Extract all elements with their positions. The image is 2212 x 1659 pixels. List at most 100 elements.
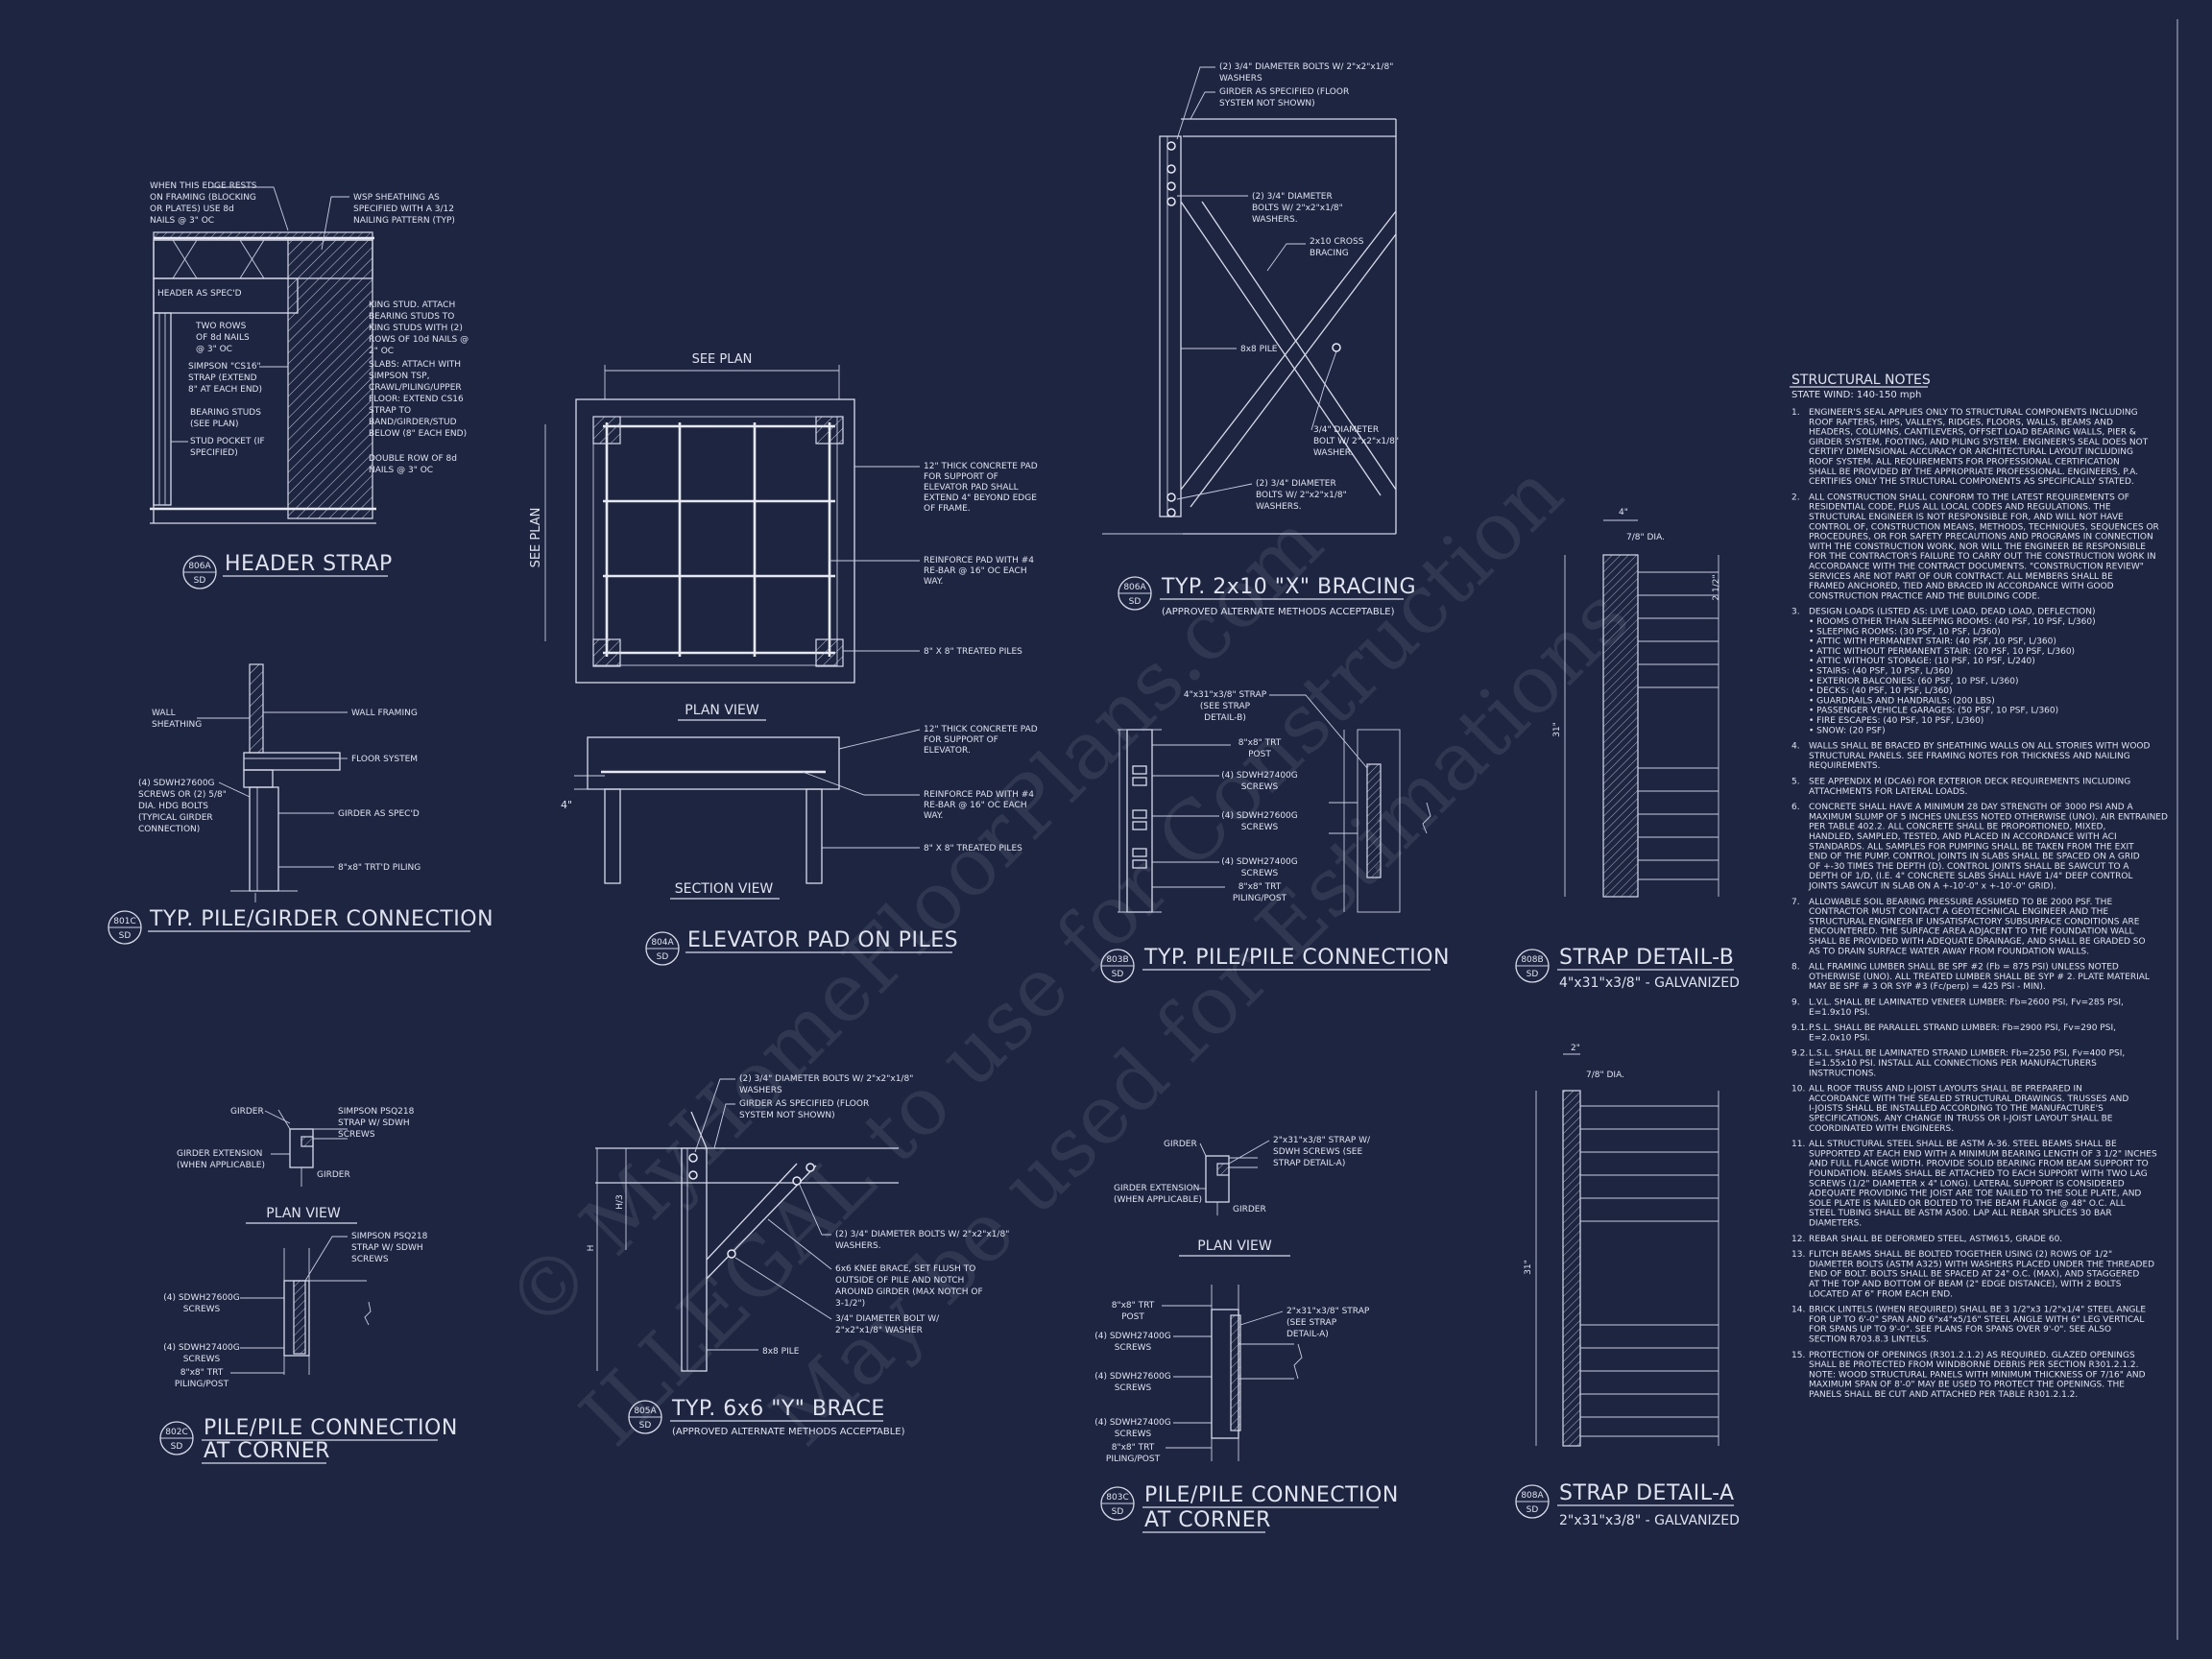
svg-text:ELEVATOR PAD SHALL: ELEVATOR PAD SHALL — [924, 483, 1019, 493]
svg-text:(4) SDWH27600G: (4) SDWH27600G — [163, 1293, 240, 1303]
svg-text:3/4" DIAMETER: 3/4" DIAMETER — [1313, 425, 1379, 435]
note-line: FOR SPANS UP TO 9'-0". SEE PLANS FOR SPA… — [1809, 1325, 2111, 1334]
note-line: SHALL BE PROTECTED FROM WINDBORNE DEBRIS… — [1809, 1360, 2139, 1370]
svg-text:ROWS OF 10d NAILS @: ROWS OF 10d NAILS @ — [369, 335, 469, 345]
note-line: DESIGN LOADS (LISTED AS: LIVE LOAD, DEAD… — [1809, 608, 2096, 617]
note-girder: GIRDER AS SPEC'D — [338, 809, 420, 819]
note-edge: WHEN THIS EDGE RESTS ON FRAMING (BLOCKIN… — [150, 181, 289, 231]
note-line: ATTACHMENTS FOR LATERAL LOADS. — [1809, 787, 1967, 797]
note-number: 5. — [1791, 778, 1800, 787]
note-line: ALL CONSTRUCTION SHALL CONFORM TO THE LA… — [1809, 493, 2129, 502]
notes-title: STRUCTURAL NOTES — [1791, 373, 1931, 388]
note-screws-2: (4) SDWH27600G SCREWS — [1152, 811, 1298, 832]
svg-text:STRAP TO: STRAP TO — [369, 406, 411, 416]
note-number: 1. — [1791, 408, 1800, 418]
svg-text:2"x31"x3/8" STRAP: 2"x31"x3/8" STRAP — [1286, 1307, 1370, 1316]
note-line: SERVICES ARE NOT PART OF OUR CONTRACT. A… — [1809, 572, 2113, 582]
plan-view-label: PLAN VIEW — [266, 1206, 341, 1221]
svg-text:OF 8d NAILS: OF 8d NAILS — [196, 333, 250, 343]
note-line: • ATTIC WITH PERMANENT STAIR: (40 PSF, 1… — [1809, 637, 2056, 647]
svg-text:8"x8" TRT: 8"x8" TRT — [1238, 738, 1282, 748]
note-line: BRICK LINTELS (WHEN REQUIRED) SHALL BE 3… — [1809, 1306, 2146, 1315]
svg-text:(4) SDWH27400G: (4) SDWH27400G — [1094, 1332, 1171, 1341]
svg-text:SCREWS: SCREWS — [1241, 782, 1279, 792]
svg-text:WHEN THIS EDGE RESTS: WHEN THIS EDGE RESTS — [150, 181, 257, 191]
svg-text:4"x31"x3/8" STRAP: 4"x31"x3/8" STRAP — [1184, 690, 1267, 700]
note-line: ALL FRAMING LUMBER SHALL BE SPF #2 (Fb =… — [1809, 963, 2119, 973]
note-number: 9. — [1791, 998, 1800, 1008]
svg-text:FOR SUPPORT OF: FOR SUPPORT OF — [924, 735, 998, 745]
svg-text:(4) SDWH27600G: (4) SDWH27600G — [1094, 1372, 1171, 1382]
note-line: ROOF SYSTEM. ALL REQUIREMENTS FOR PROFES… — [1809, 458, 2120, 468]
detail-title: ELEVATOR PAD ON PILES — [687, 928, 958, 952]
note-screws-2: (4) SDWH27600G SCREWS — [1094, 1372, 1212, 1393]
svg-text:8"x8" TRT: 8"x8" TRT — [1112, 1443, 1155, 1453]
svg-text:CRAWL/PILING/UPPER: CRAWL/PILING/UPPER — [369, 383, 462, 393]
note-line: FOR UP TO 6'-0" SPAN AND 6"x4"x5/16" STE… — [1809, 1315, 2144, 1325]
note-bolts: (4) SDWH27600G SCREWS OR (2) 5/8" DIA. H… — [138, 779, 251, 834]
note-line: • PASSENGER VEHICLE GARAGES: (50 PSF, 10… — [1809, 707, 2058, 716]
width-dim: 4" — [1619, 508, 1628, 517]
note-line: AS TO DRAIN SURFACE WATER AWAY FROM FOUN… — [1809, 947, 2089, 956]
note-number: 14. — [1791, 1306, 1805, 1315]
notes-body: 1.ENGINEER'S SEAL APPLIES ONLY TO STRUCT… — [1791, 408, 2168, 1400]
svg-text:SHEATHING: SHEATHING — [152, 720, 202, 730]
note-reinforce2: REINFORCE PAD WITH #4 RE-BAR @ 16" OC EA… — [802, 771, 1034, 821]
svg-text:NAILS @ 3" OC: NAILS @ 3" OC — [150, 216, 214, 226]
svg-text:DETAIL-A): DETAIL-A) — [1286, 1330, 1329, 1339]
note-bolt: 3/4" DIAMETER BOLT W/ 2"x2"x1/8" WASHER — [734, 1257, 940, 1335]
note-item: 7.ALLOWABLE SOIL BEARING PRESSURE ASSUME… — [1791, 898, 2146, 957]
note-line: • SNOW: (20 PSF) — [1809, 726, 1886, 735]
svg-text:REINFORCE PAD WITH #4: REINFORCE PAD WITH #4 — [924, 556, 1034, 565]
note-line: I-JOISTS SHALL BE INSTALLED ACCORDING TO… — [1809, 1104, 2104, 1114]
svg-text:12" THICK CONCRETE PAD: 12" THICK CONCRETE PAD — [924, 725, 1038, 734]
note-line: COORDINATED WITH ENGINEERS. — [1809, 1124, 1954, 1134]
svg-text:SCREWS: SCREWS — [183, 1305, 221, 1314]
note-line: • EXTERIOR BALCONIES: (60 PSF, 10 PSF, L… — [1809, 677, 2019, 686]
note-strap-2: 2"x31"x3/8" STRAP (SEE STRAP DETAIL-A) — [1239, 1307, 1370, 1339]
note-number: 12. — [1791, 1235, 1805, 1244]
note-item: 9.1.P.S.L. SHALL BE PARALLEL STRAND LUMB… — [1791, 1023, 2116, 1043]
svg-text:SD: SD — [1527, 1505, 1539, 1515]
note-item: 6.CONCRETE SHALL HAVE A MINIMUM 28 DAY S… — [1791, 803, 2168, 891]
svg-text:GIRDER EXTENSION: GIRDER EXTENSION — [177, 1149, 262, 1159]
length-dim: 31" — [1552, 722, 1562, 737]
detail-subtitle: (APPROVED ALTERNATE METHODS ACCEPTABLE) — [1162, 607, 1395, 617]
svg-text:SCREWS: SCREWS — [338, 1130, 375, 1140]
svg-text:STRAP W/ SDWH: STRAP W/ SDWH — [351, 1243, 423, 1253]
svg-text:802C: 802C — [165, 1428, 187, 1437]
dim-4: 4" — [561, 799, 572, 811]
note-line: STRUCTURAL ENGINEER IF UNSATISFACTORY SU… — [1809, 917, 2140, 926]
svg-text:OUTSIDE OF PILE AND NOTCH: OUTSIDE OF PILE AND NOTCH — [835, 1276, 964, 1286]
spacing-dim: 2 1/2" — [1712, 574, 1721, 600]
svg-text:BELOW (8" EACH END): BELOW (8" EACH END) — [369, 429, 467, 439]
svg-text:12" THICK CONCRETE PAD: 12" THICK CONCRETE PAD — [924, 462, 1038, 471]
svg-text:SDWH SCREWS (SEE: SDWH SCREWS (SEE — [1273, 1147, 1362, 1157]
detail-title-1: PILE/PILE CONNECTION — [1144, 1483, 1399, 1507]
svg-text:SCREWS: SCREWS — [1115, 1383, 1152, 1393]
note-cross: 2x10 CROSS BRACING — [1266, 237, 1364, 272]
see-plan-v: SEE PLAN — [529, 508, 543, 568]
svg-text:(2) 3/4" DIAMETER BOLTS W/ 2"x: (2) 3/4" DIAMETER BOLTS W/ 2"x2"x1/8" — [739, 1074, 913, 1084]
svg-text:SPECIFIED): SPECIFIED) — [190, 448, 238, 458]
svg-text:BOLTS W/ 2"x2"x1/8": BOLTS W/ 2"x2"x1/8" — [1256, 491, 1347, 500]
svg-text:3/4" DIAMETER BOLT W/: 3/4" DIAMETER BOLT W/ — [835, 1314, 940, 1324]
svg-text:(2) 3/4" DIAMETER BOLTS W/ 2"x: (2) 3/4" DIAMETER BOLTS W/ 2"x2"x1/8" — [835, 1230, 1009, 1239]
detail-y-brace: H H/3 (2) 3/4" DIAMETER BOLTS W/ 2"x2"x1… — [587, 1074, 1009, 1437]
svg-text:(4) SDWH27400G: (4) SDWH27400G — [1221, 771, 1298, 781]
note-number: 3. — [1791, 608, 1800, 617]
note-girder: GIRDER — [230, 1107, 291, 1124]
detail-title: TYP. PILE/GIRDER CONNECTION — [149, 907, 493, 931]
svg-text:TWO ROWS: TWO ROWS — [195, 322, 247, 331]
note-pile: 8x8 PILE — [1240, 345, 1278, 354]
note-pad: 12" THICK CONCRETE PAD FOR SUPPORT OF EL… — [854, 462, 1038, 514]
svg-text:PILING/POST: PILING/POST — [1106, 1455, 1161, 1464]
note-floor-system: FLOOR SYSTEM — [351, 755, 418, 764]
note-line: FOUNDATION. BEAMS SHALL BE ATTACHED TO E… — [1809, 1169, 2148, 1179]
note-line: FLITCH BEAMS SHALL BE BOLTED TOGETHER US… — [1809, 1250, 2112, 1260]
svg-text:NAILS @ 3" OC: NAILS @ 3" OC — [369, 466, 433, 475]
svg-text:SD: SD — [194, 576, 206, 586]
note-ext: GIRDER EXTENSION (WHEN APPLICABLE) — [177, 1149, 290, 1170]
note-line: DIAMETER BOLTS (ASTM A325) WITH WASHERS … — [1809, 1260, 2154, 1269]
svg-text:801C: 801C — [113, 917, 135, 926]
